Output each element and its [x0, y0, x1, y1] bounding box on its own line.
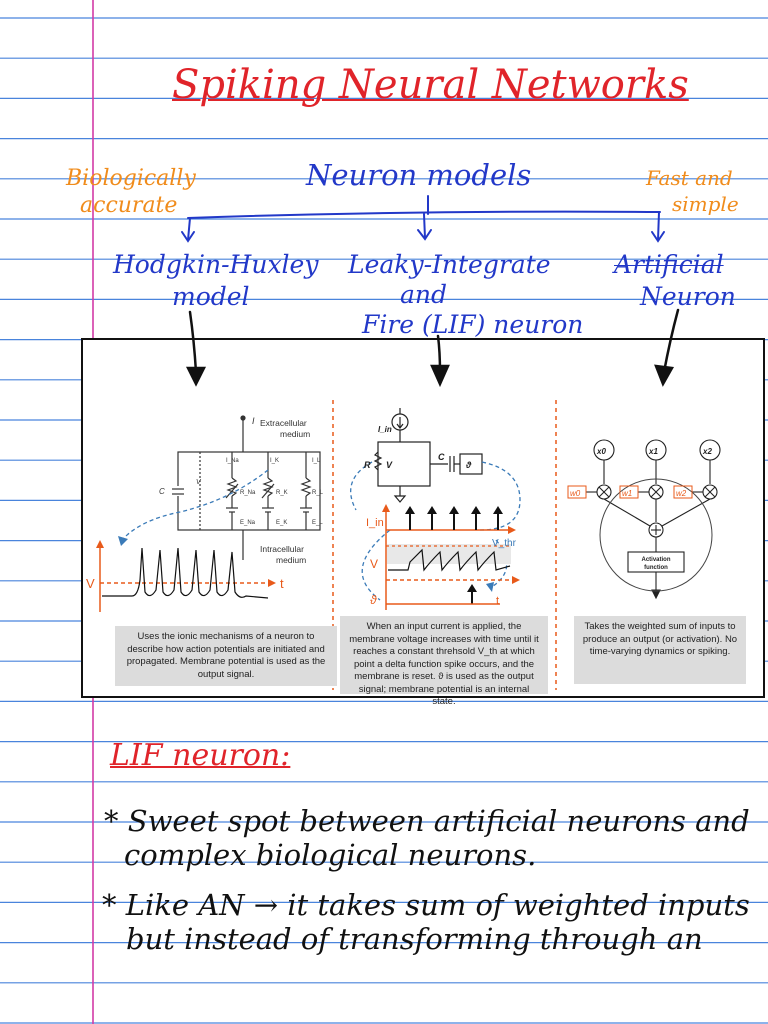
- lif-axis-v: V: [370, 557, 378, 571]
- lif-membrane-trace: [388, 548, 511, 572]
- hh-label-v: V: [196, 479, 202, 486]
- hh-label-extracellular2: medium: [280, 429, 310, 439]
- neuron-models-heading: Neuron models: [306, 158, 532, 192]
- arrow-head-lif: [430, 364, 450, 388]
- hh-circuit: [172, 415, 321, 560]
- an-label-activation2: function: [644, 565, 668, 571]
- hh-branch-na: [225, 452, 239, 530]
- an-label-activation1: Activation: [641, 557, 670, 563]
- artificial-neuron-label-line1: Artificial: [614, 250, 724, 279]
- an-weight-w2: w2: [676, 489, 687, 498]
- fast-simple-label-line2: simple: [672, 192, 739, 216]
- bullet-2-line-1: * Like AN → it takes sum of weighted inp…: [102, 888, 750, 922]
- hh-axis-t: t: [280, 576, 284, 591]
- hh-label-ena: E_Na: [240, 520, 256, 526]
- lif-plot: [382, 504, 520, 610]
- lif-label-vthr: V_thr: [492, 538, 517, 549]
- lif-dashed-curve-2: [350, 461, 373, 511]
- hh-label-rk: R_K: [276, 490, 288, 496]
- an-weight-w1: w1: [622, 489, 632, 498]
- lif-axis-iin: I_in: [366, 517, 384, 529]
- hh-label-ek: E_K: [276, 520, 287, 526]
- an-weight-boxes: [567, 485, 693, 499]
- an-label-x2: x2: [702, 447, 712, 456]
- an-caption: Takes the weighted sum of inputs to prod…: [574, 616, 746, 684]
- hh-label-c: C: [159, 487, 165, 496]
- biologically-accurate-label-line2: accurate: [80, 193, 178, 218]
- hh-label-il: I_L: [312, 458, 321, 464]
- hh-label-rl: R_L: [312, 490, 324, 496]
- hh-label-ina: I_Na: [226, 458, 239, 464]
- biologically-accurate-label-line1: Biologically: [66, 166, 196, 191]
- lif-axis-t: t: [496, 595, 499, 607]
- lif-label-iin: I_in: [378, 425, 392, 434]
- lif-caption: When an input current is applied, the me…: [340, 616, 548, 707]
- an-diagram: [586, 439, 721, 600]
- hodgkin-huxley-label-line1: Hodgkin-Huxley: [113, 250, 319, 279]
- model-tree-bracket: [181, 195, 665, 243]
- hodgkin-huxley-label-line2: model: [172, 282, 250, 311]
- lif-label-v: V: [386, 460, 393, 470]
- lif-circuit: [373, 408, 483, 503]
- an-label-x0: x0: [596, 447, 606, 456]
- hh-label-el: E_L: [312, 520, 323, 526]
- lif-label-theta: ϑ: [465, 460, 472, 470]
- hh-label-rna: R_Na: [240, 490, 256, 496]
- lif-label-r: R: [364, 460, 371, 470]
- lif-dashed-curve-1: [479, 461, 521, 531]
- an-neuron-outline: [599, 478, 713, 592]
- hh-branch-k: [261, 452, 275, 530]
- fast-simple-label-line1: Fast and: [646, 166, 733, 190]
- hh-label-ik: I_K: [270, 458, 279, 464]
- lif-axis-theta: ϑ: [370, 593, 377, 607]
- an-label-x1: x1: [648, 447, 658, 456]
- arrow-head-an: [654, 364, 675, 387]
- hh-spike-trace: [102, 547, 269, 599]
- page-title: Spiking Neural Networks: [172, 62, 689, 108]
- hh-label-extracellular1: Extracellular: [260, 418, 307, 428]
- arrow-head-hh: [185, 366, 207, 387]
- hh-branch-l: [300, 452, 312, 530]
- lif-label-line1: Leaky-Integrate: [348, 250, 551, 279]
- lif-neuron-heading: LIF neuron:: [110, 738, 291, 773]
- an-weight-w0: w0: [570, 489, 581, 498]
- hh-dashed-arrow-head: [118, 536, 128, 546]
- lif-label-line2: and: [400, 280, 448, 309]
- hh-plot: [96, 540, 276, 612]
- hh-caption: Uses the ionic mechanisms of a neuron to…: [115, 626, 337, 686]
- bullet-1-line-1: * Sweet spot between artificial neurons …: [104, 804, 750, 838]
- hh-axis-v: V: [86, 576, 95, 591]
- lif-label-line3: Fire (LIF) neuron: [362, 310, 584, 339]
- hh-label-intracellular2: medium: [276, 555, 306, 565]
- bullet-2-line-2: but instead of transforming through an: [126, 922, 703, 956]
- hh-dashed-curve: [121, 469, 269, 541]
- lif-dashed-curve-3: [361, 529, 391, 601]
- bullet-1-line-2: complex biological neurons.: [124, 838, 537, 872]
- lif-label-c: C: [438, 452, 445, 462]
- hh-label-current-i: I: [252, 416, 255, 426]
- artificial-neuron-label-line2: Neuron: [640, 282, 736, 311]
- hand-arrows: [185, 308, 680, 388]
- hh-label-intracellular1: Intracellular: [260, 544, 304, 554]
